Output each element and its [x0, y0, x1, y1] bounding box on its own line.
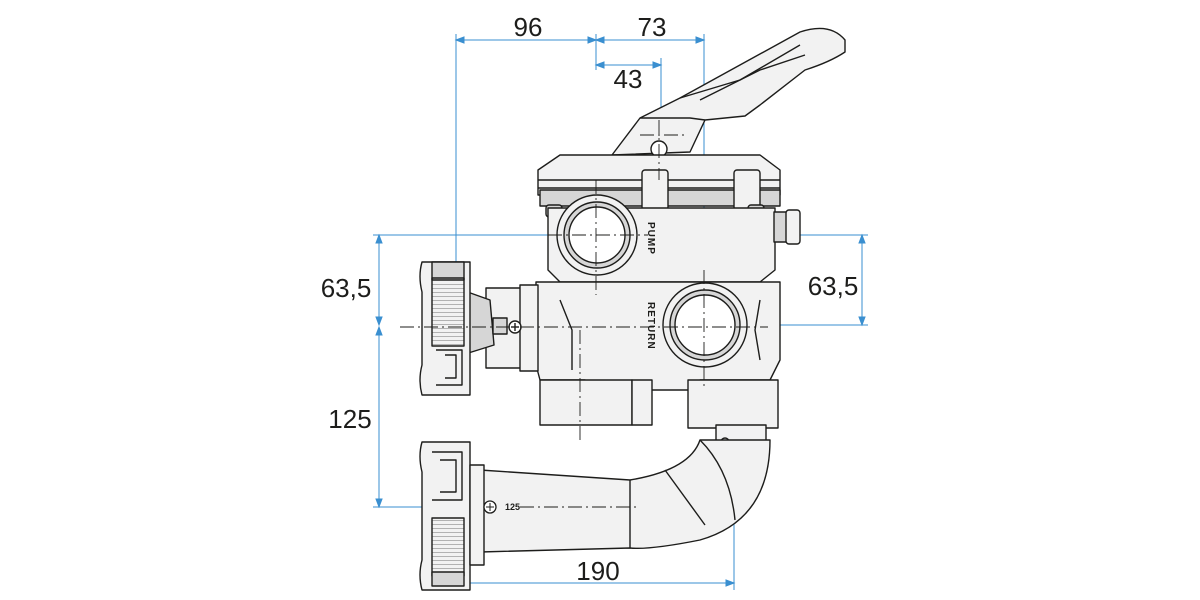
elbow-pipe — [479, 439, 771, 553]
size-callout: 125 — [483, 500, 520, 514]
bottom-spigot-right — [687, 379, 779, 429]
return-port-inner — [674, 294, 736, 356]
dim-left-63-5-label: 63,5 — [321, 273, 372, 303]
callout-size-label: 125 — [505, 502, 520, 512]
pump-port-label: PUMP — [645, 222, 656, 255]
dim-125-label: 125 — [328, 404, 371, 434]
dim-190-label: 190 — [576, 556, 619, 586]
dim-right-63-5-label: 63,5 — [808, 271, 859, 301]
dim-96-label: 96 — [514, 12, 543, 42]
valve-handle — [611, 27, 846, 156]
valve-body — [419, 27, 846, 591]
dim-73-label: 73 — [638, 12, 667, 42]
bottom-spigot-left — [539, 379, 633, 426]
return-port-label: RETURN — [645, 302, 656, 350]
dim-43-label: 43 — [614, 64, 643, 94]
center-lines — [400, 120, 768, 508]
